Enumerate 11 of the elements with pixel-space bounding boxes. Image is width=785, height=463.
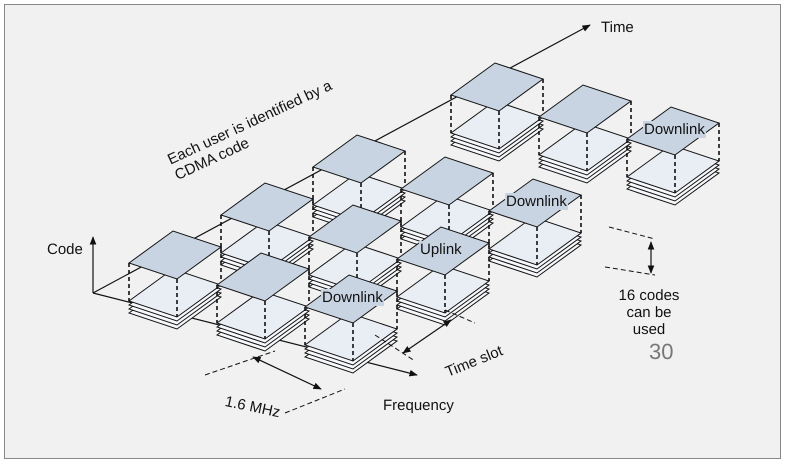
slot-label: Downlink (321, 289, 384, 306)
slot-label: Downlink (643, 121, 706, 138)
axis-label: Frequency (383, 397, 454, 414)
dimension-label: Time slot (443, 342, 506, 381)
axis-label: Time (601, 19, 634, 36)
dimension-label: 1.6 MHz (223, 393, 282, 422)
page-number: 30 (649, 339, 674, 365)
slot-label: Uplink (419, 241, 463, 258)
annotation-text: 16 codes can be used (618, 287, 680, 338)
slot-label: Downlink (505, 193, 568, 210)
axis-label: Code (47, 241, 83, 258)
